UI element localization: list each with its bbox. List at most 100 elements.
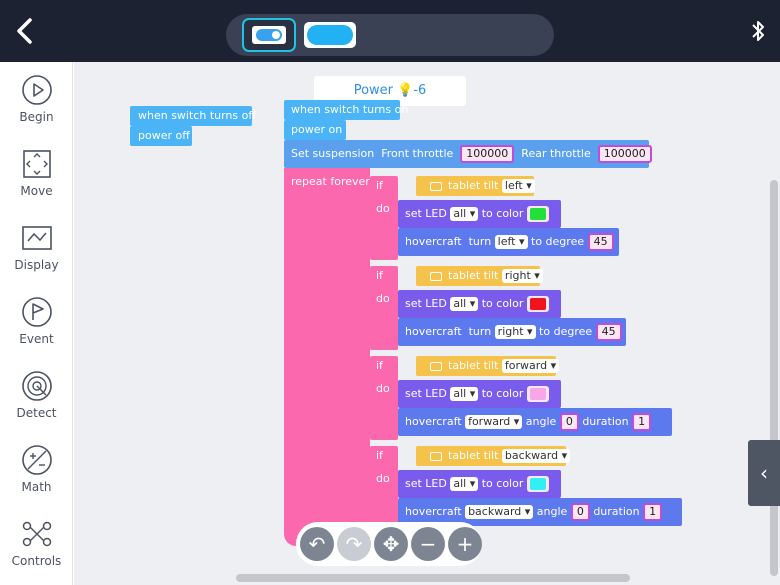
sidebar-item-move[interactable]: Move [0,140,73,212]
set-led-block[interactable]: set LED all ▾ to color [398,380,561,408]
sidebar-item-detect[interactable]: Detect [0,362,73,434]
hovercraft-move-block[interactable]: hovercraft backward ▾ angle 0 duration 1 [398,498,682,526]
when-switch-on-block[interactable]: when switch turns on [284,100,408,120]
tilt-dropdown[interactable]: backward ▾ [501,449,571,463]
if-label: if [376,179,383,192]
set-led-block[interactable]: set LED all ▾ to color [398,290,561,318]
if-block-right[interactable]: if do [370,266,398,350]
move-arrows-icon [22,150,51,178]
angle-input[interactable]: 0 [570,503,590,521]
zoom-in-button[interactable]: + [448,527,482,561]
block-workspace[interactable]: Power 💡-6 when switch turns off power of… [74,62,780,585]
tab-pill-view[interactable] [304,22,356,48]
repeat-forever-block[interactable]: repeat forever [284,168,370,546]
hovercraft-move-block[interactable]: hovercraft forward ▾ angle 0 duration 1 [398,408,672,436]
degree-input[interactable]: 45 [587,233,614,251]
to-color-label: to color [481,387,524,400]
direction-dropdown[interactable]: right ▾ [494,325,536,339]
direction-dropdown[interactable]: left ▾ [494,235,528,249]
sidebar-item-label: Controls [11,554,62,568]
hovercraft-turn-block[interactable]: hovercraft turn right ▾ to degree 45 [398,318,626,346]
to-color-label: to color [481,207,524,220]
cmd-label: turn [468,325,492,338]
block-label: set LED [405,477,447,490]
undo-button[interactable]: ↶ [300,527,334,561]
zoom-out-button[interactable]: − [411,527,445,561]
sidebar-item-label: Math [21,480,52,494]
view-switcher [226,14,554,56]
color-fill [529,298,546,310]
tablet-icon [430,271,442,281]
flag-icon [21,297,52,327]
if-block-forward[interactable]: if do [370,356,398,440]
tilt-dropdown[interactable]: left ▾ [501,179,535,193]
direction-dropdown[interactable]: backward ▾ [465,505,534,519]
angle-label: angle [525,415,557,428]
color-swatch[interactable] [526,476,549,492]
block-label: tablet tilt [448,179,499,192]
branch-icon [22,521,51,547]
sidebar-item-label: Move [20,184,53,198]
front-throttle-input[interactable]: 100000 [460,145,515,163]
do-label: do [376,382,390,395]
if-block-left[interactable]: if do [370,176,398,260]
bluetooth-icon[interactable] [750,18,766,44]
set-led-block[interactable]: set LED all ▾ to color [398,200,561,228]
set-suspension-block[interactable]: Set suspension Front throttle 100000 Rea… [284,140,652,168]
display-wave-icon [21,226,52,250]
center-button[interactable]: ✥ [374,527,408,561]
do-label: do [376,472,390,485]
tablet-tilt-left-block[interactable]: tablet tilt left ▾ [416,176,535,196]
hovercraft-turn-block[interactable]: hovercraft turn left ▾ to degree 45 [398,228,619,256]
block-label: power on [291,123,343,136]
tablet-tilt-forward-block[interactable]: tablet tilt forward ▾ [416,356,560,376]
duration-input[interactable]: 1 [643,503,663,521]
block-label: tablet tilt [448,449,499,462]
if-label: if [376,269,383,282]
vertical-scrollbar[interactable] [770,180,778,576]
if-block-backward[interactable]: if do [370,446,398,530]
set-led-block[interactable]: set LED all ▾ to color [398,470,561,498]
collapse-panel-button[interactable]: ‹ [748,440,780,506]
sidebar-item-begin[interactable]: Begin [0,66,73,138]
color-swatch[interactable] [526,386,549,402]
tilt-dropdown[interactable]: right ▾ [501,269,543,283]
program-title-text: Power [353,83,393,98]
direction-dropdown[interactable]: forward ▾ [465,415,523,429]
led-target-dropdown[interactable]: all ▾ [450,387,479,401]
tab-switch-view[interactable] [242,18,296,52]
program-title[interactable]: Power 💡-6 [314,76,466,106]
sidebar-item-event[interactable]: Event [0,288,73,360]
led-target-dropdown[interactable]: all ▾ [450,207,479,221]
workspace-controls: ↶ ↷ ✥ − + [296,522,482,566]
rear-throttle-input[interactable]: 100000 [597,145,652,163]
power-on-block[interactable]: power on [284,120,346,140]
do-label: do [376,202,390,215]
pill-thumbnail-icon [307,25,353,45]
back-arrow-icon[interactable] [10,14,40,48]
horizontal-scrollbar[interactable] [236,574,630,582]
block-label: Set suspension [291,147,375,160]
sidebar-item-math[interactable]: Math [0,436,73,508]
angle-input[interactable]: 0 [559,413,579,431]
tablet-tilt-backward-block[interactable]: tablet tilt backward ▾ [416,446,571,466]
tablet-tilt-right-block[interactable]: tablet tilt right ▾ [416,266,543,286]
led-target-dropdown[interactable]: all ▾ [450,477,479,491]
sidebar-item-controls[interactable]: Controls [0,510,73,582]
when-switch-off-block[interactable]: when switch turns off [130,106,256,126]
degree-input[interactable]: 45 [595,323,622,341]
redo-icon: ↷ [345,532,363,556]
redo-button[interactable]: ↷ [337,527,371,561]
color-swatch[interactable] [526,206,549,222]
power-off-block[interactable]: power off [130,126,192,146]
color-swatch[interactable] [526,296,549,312]
sidebar-item-display[interactable]: Display [0,214,73,286]
chevron-left-icon: ‹ [760,461,768,485]
block-label: set LED [405,207,447,220]
tablet-icon [430,451,442,461]
zoom-in-icon: + [456,532,474,556]
led-target-dropdown[interactable]: all ▾ [450,297,479,311]
to-color-label: to color [481,477,524,490]
tilt-dropdown[interactable]: forward ▾ [501,359,560,373]
duration-input[interactable]: 1 [632,413,652,431]
